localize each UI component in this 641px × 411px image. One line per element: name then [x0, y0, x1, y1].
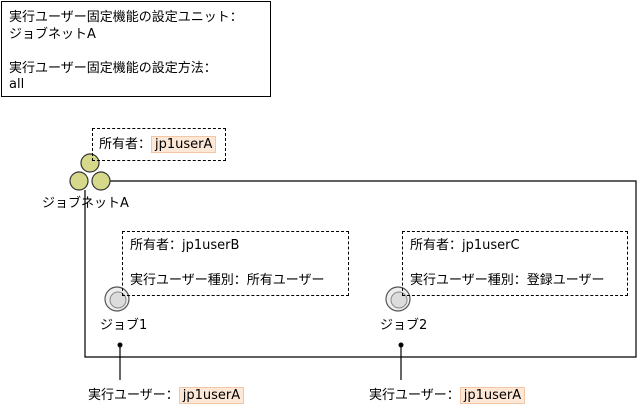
- jobnet-icon-right-circle: [91, 171, 111, 191]
- job2-name: ジョブ2: [380, 318, 428, 333]
- jobnet-owner-value: jp1userA: [151, 136, 217, 153]
- job2-type-label: 実行ユーザー種別：: [410, 273, 527, 288]
- job1-owner-row: 所有者：jp1userB: [130, 238, 239, 254]
- job2-type-value: 登録ユーザー: [526, 273, 605, 288]
- job2-exec-label: 実行ユーザー：: [369, 388, 460, 403]
- jobnet-owner-row: 所有者：jp1userA: [99, 136, 217, 153]
- jobnet-icon-top-circle: [80, 153, 100, 173]
- job2-owner-value: jp1userC: [462, 238, 520, 253]
- job2-icon: [385, 286, 411, 312]
- job1-name: ジョブ1: [100, 318, 148, 333]
- jobnet-icon: [69, 153, 111, 191]
- job1-properties-box: 所有者：jp1userB 実行ユーザー種別：所有ユーザー: [122, 231, 349, 296]
- job1-icon: [104, 286, 130, 312]
- method-setting-label: 実行ユーザー固定機能の設定方法：: [9, 61, 217, 76]
- jobnet-icon-left-circle: [69, 171, 89, 191]
- job1-exec-user: 実行ユーザー：jp1userA: [88, 387, 245, 404]
- method-setting-value: all: [9, 77, 25, 92]
- jobnet-owner-label: 所有者：: [99, 137, 152, 152]
- job1-type-label: 実行ユーザー種別：: [130, 273, 247, 288]
- jobnet-name: ジョブネットA: [42, 196, 129, 211]
- job2-exec-pointer: [398, 342, 404, 380]
- unit-setting-label: 実行ユーザー固定機能の設定ユニット：: [9, 10, 243, 25]
- unit-setting-value: ジョブネットA: [9, 27, 96, 42]
- job2-exec-value: jp1userA: [459, 387, 526, 404]
- job2-properties-box: 所有者：jp1userC 実行ユーザー種別：登録ユーザー: [402, 231, 628, 296]
- job1-type-row: 実行ユーザー種別：所有ユーザー: [130, 273, 325, 289]
- job2-type-row: 実行ユーザー種別：登録ユーザー: [410, 273, 605, 289]
- job1-owner-label: 所有者：: [130, 238, 183, 253]
- job1-owner-value: jp1userB: [182, 238, 240, 253]
- jobnet-frame: [84, 180, 637, 358]
- settings-box: 実行ユーザー固定機能の設定ユニット： ジョブネットA 実行ユーザー固定機能の設定…: [1, 1, 271, 97]
- job1-type-value: 所有ユーザー: [246, 273, 325, 288]
- jobnet-owner-callout: 所有者：jp1userA: [92, 128, 226, 161]
- job2-owner-row: 所有者：jp1userC: [410, 238, 520, 254]
- job2-owner-label: 所有者：: [410, 238, 463, 253]
- job2-exec-user: 実行ユーザー：jp1userA: [369, 387, 526, 404]
- job1-exec-value: jp1userA: [178, 387, 245, 404]
- job1-exec-pointer: [117, 342, 123, 380]
- job1-exec-label: 実行ユーザー：: [88, 388, 179, 403]
